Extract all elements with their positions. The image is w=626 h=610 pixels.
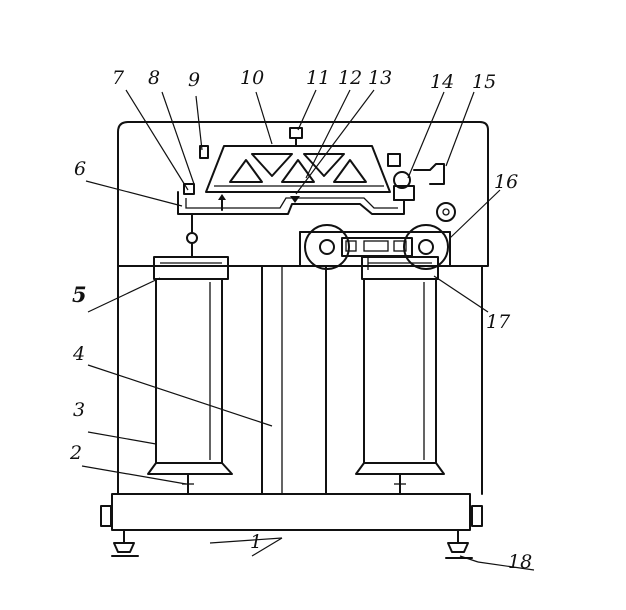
left-screw-knob (100, 505, 112, 527)
holder-6 (177, 191, 405, 215)
label-5: 5 (72, 282, 87, 307)
label-8: 8 (148, 67, 160, 89)
workpiece-truss (205, 145, 391, 193)
label-7: 7 (112, 67, 125, 89)
label-3: 3 (73, 399, 85, 421)
sensor-head (393, 171, 411, 189)
stop-pin-11 (289, 127, 303, 139)
clamp-7 (183, 183, 195, 195)
left-cylinder-flange (147, 462, 233, 475)
detail-9 (199, 145, 209, 159)
label-16: 16 (494, 171, 518, 193)
leader-lines (81, 89, 535, 571)
label-10: 10 (240, 67, 264, 89)
label-18: 18 (508, 551, 532, 573)
central-column (261, 265, 327, 495)
lower-frame (117, 265, 483, 495)
left-roller (304, 224, 350, 270)
upper-housing (117, 121, 489, 267)
carriage-17 (341, 237, 413, 257)
label-14: 14 (430, 71, 454, 93)
label-11: 11 (306, 67, 330, 89)
label-15: 15 (472, 71, 496, 93)
label-17: 17 (486, 311, 511, 333)
label-9: 9 (188, 69, 200, 91)
label-13: 13 (368, 67, 392, 89)
label-6: 6 (74, 158, 86, 180)
right-screw-knob (471, 505, 483, 527)
label-4: 4 (72, 343, 85, 365)
truss-cutouts (229, 153, 367, 183)
label-12: 12 (338, 67, 362, 89)
label-2: 2 (69, 442, 82, 464)
sensor-block-14 (387, 153, 401, 167)
right-foot-18 (445, 529, 473, 559)
center-marker-13 (290, 196, 300, 203)
right-roller (403, 224, 449, 270)
left-foot (111, 529, 139, 557)
left-cylinder (155, 278, 223, 464)
right-cylinder (363, 278, 437, 464)
label-1: 1 (250, 531, 262, 553)
bracket-15 (413, 163, 445, 185)
base-beam (111, 493, 471, 531)
indicator-16 (436, 202, 456, 222)
left-support-pad (153, 256, 229, 280)
right-cylinder-flange (355, 462, 445, 475)
